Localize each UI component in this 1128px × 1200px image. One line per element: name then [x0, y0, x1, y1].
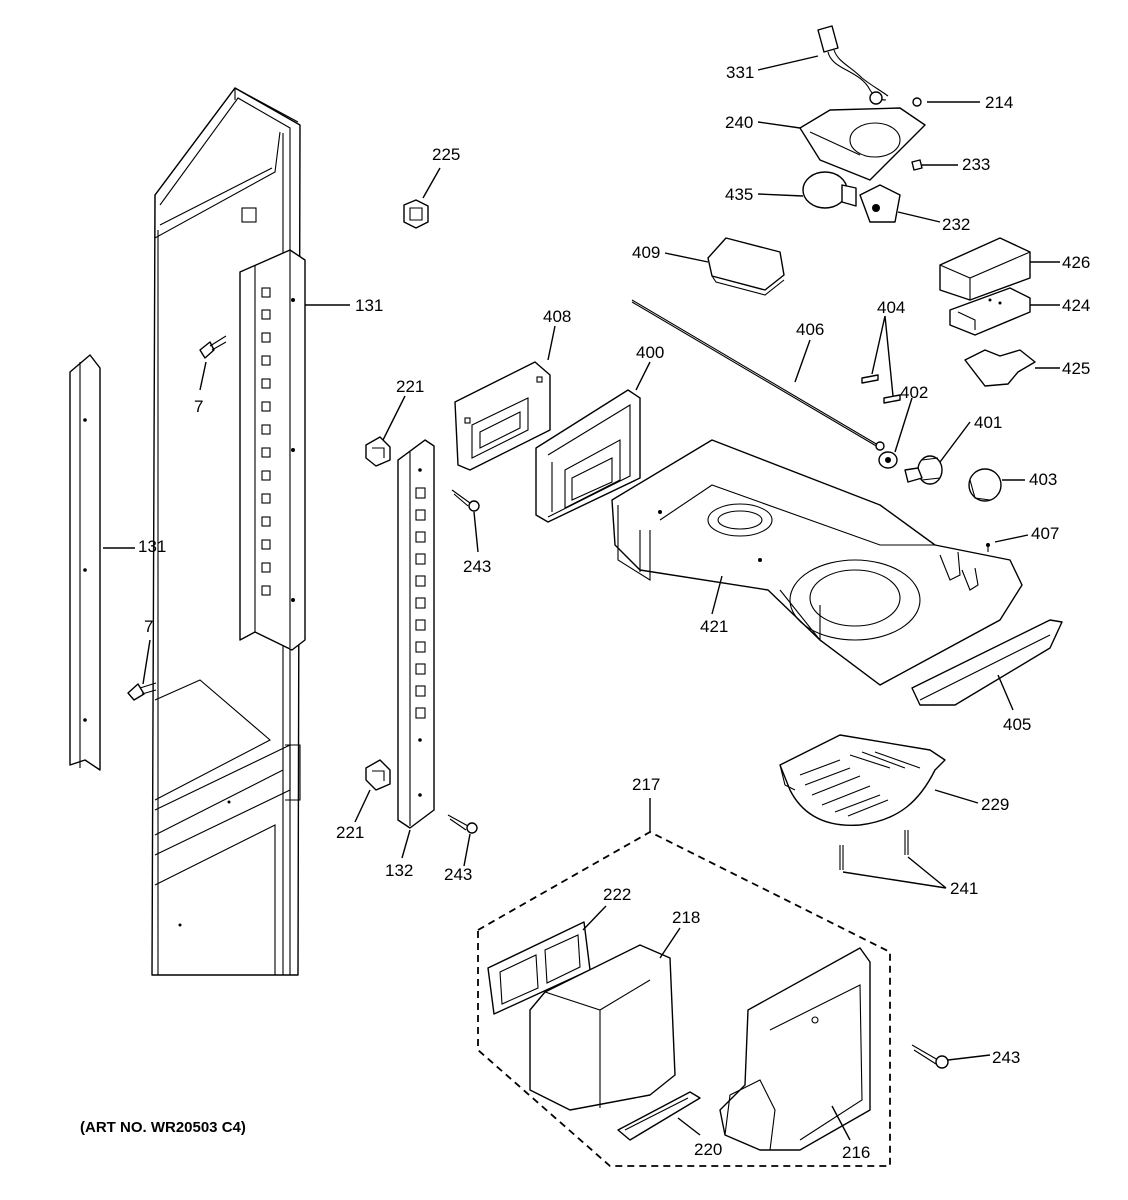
bulb-435	[802, 171, 857, 209]
dispenser-base-421	[611, 439, 1023, 686]
callout-229: 229	[981, 795, 1009, 814]
callout-243-right: 243	[992, 1048, 1020, 1067]
housing-216	[719, 947, 871, 1151]
nut-214	[912, 97, 922, 107]
callout-220: 220	[694, 1140, 722, 1159]
callout-403: 403	[1029, 470, 1057, 489]
callout-243-upper: 243	[463, 557, 491, 576]
callout-7-lower: 7	[144, 617, 153, 636]
frame-408	[454, 361, 551, 471]
rod-406	[631, 299, 885, 451]
gasket-220	[617, 1091, 701, 1141]
rail-132	[397, 439, 435, 829]
callout-401: 401	[974, 413, 1002, 432]
insulator-425	[964, 349, 1036, 387]
callout-218: 218	[672, 908, 700, 927]
art-number: (ART NO. WR20503 C4)	[80, 1119, 246, 1136]
screws-241	[839, 830, 909, 870]
callout-225: 225	[432, 145, 460, 164]
callout-221-lower: 221	[336, 823, 364, 842]
callout-404: 404	[877, 298, 905, 317]
bracket-240	[799, 107, 926, 181]
cover-426	[939, 237, 1031, 301]
callout-7-upper: 7	[194, 397, 203, 416]
screw-243-right	[911, 1044, 949, 1069]
callout-240: 240	[725, 113, 753, 132]
screw-7-lower	[127, 682, 157, 701]
callout-labels: 331 214 240 233 435 232 225 409 426 424 …	[80, 63, 1090, 1162]
callout-402: 402	[900, 383, 928, 402]
callout-331: 331	[726, 63, 754, 82]
harness-331	[817, 25, 889, 105]
callout-132: 132	[385, 861, 413, 880]
cover-218	[529, 944, 676, 1111]
callout-400: 400	[636, 343, 664, 362]
callout-408: 408	[543, 307, 571, 326]
washer-402	[878, 451, 898, 469]
clip-221-upper	[365, 436, 391, 467]
screw-243-lower	[447, 814, 478, 834]
clip-225	[403, 199, 429, 229]
screw-233	[911, 159, 923, 171]
callout-217: 217	[632, 775, 660, 794]
callout-216: 216	[842, 1143, 870, 1162]
callout-233: 233	[962, 155, 990, 174]
board-424	[949, 287, 1031, 336]
callout-241: 241	[950, 879, 978, 898]
screw-407	[986, 543, 990, 552]
callout-421: 421	[700, 617, 728, 636]
screw-243-upper	[451, 489, 480, 512]
callout-131-upper: 131	[355, 296, 383, 315]
rail-131-lower	[69, 354, 101, 771]
callout-214: 214	[985, 93, 1013, 112]
tray-229	[779, 734, 946, 826]
knob-403	[968, 468, 1002, 502]
callout-435: 435	[725, 185, 753, 204]
knob-401	[904, 455, 943, 485]
clip-221-lower	[365, 759, 391, 791]
trim-405	[911, 619, 1063, 706]
cover-409	[707, 237, 785, 296]
callout-406: 406	[796, 320, 824, 339]
leader-lines	[103, 55, 1060, 1141]
callout-232: 232	[942, 215, 970, 234]
socket-232	[859, 184, 901, 223]
callout-426: 426	[1062, 253, 1090, 272]
callout-221-upper: 221	[396, 377, 424, 396]
callout-424: 424	[1062, 296, 1090, 315]
callout-243-lower: 243	[444, 865, 472, 884]
pins-404	[861, 374, 901, 404]
callout-409: 409	[632, 243, 660, 262]
callout-425: 425	[1062, 359, 1090, 378]
callout-222: 222	[603, 885, 631, 904]
callout-407: 407	[1031, 524, 1059, 543]
housing-400	[535, 389, 641, 523]
rail-131-upper	[239, 249, 306, 651]
callout-131-lower: 131	[138, 537, 166, 556]
screw-7-upper	[199, 335, 227, 359]
callout-405: 405	[1003, 715, 1031, 734]
